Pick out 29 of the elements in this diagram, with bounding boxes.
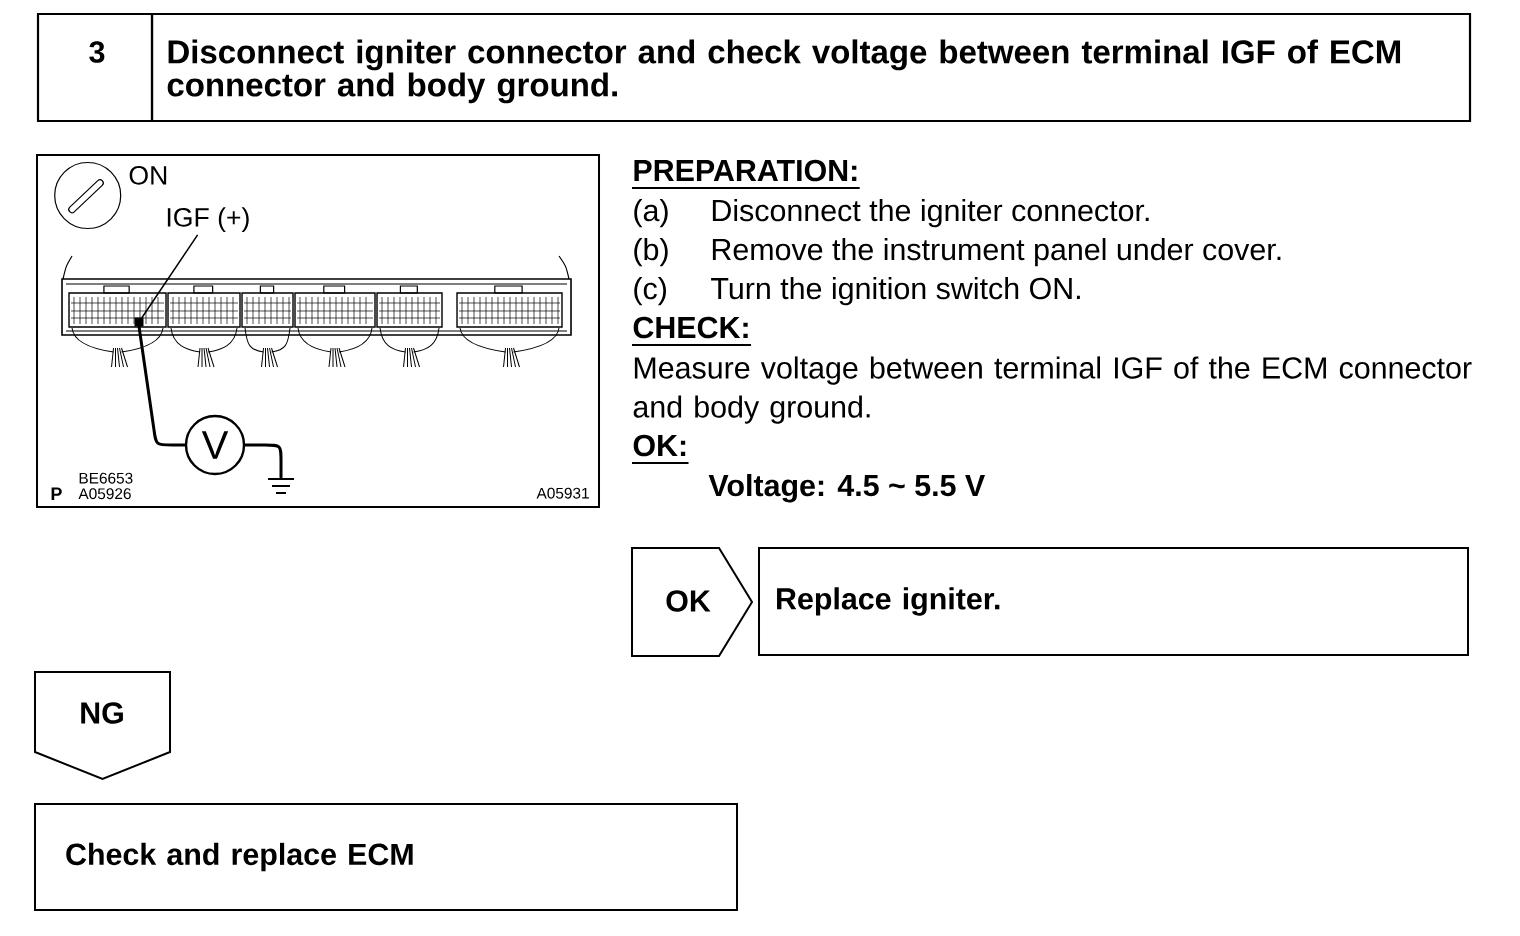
figure-code: BE6653 <box>79 472 133 484</box>
instruction-cell: Disconnect igniter connector and check voltage between terminal IGF of ECM connector and body ground. <box>150 12 1472 123</box>
callout-label: IGF (+) <box>167 207 249 232</box>
switch-position-label: ON <box>129 165 167 185</box>
section-heading: CHECK: <box>631 316 753 346</box>
test-lead <box>243 443 283 480</box>
instruction-text: Remove the instrument panel under cover. <box>712 238 1281 267</box>
figure-code: A05931 <box>536 487 589 499</box>
action-box: Replace igniter. <box>758 547 1469 656</box>
item-letter: (b) <box>634 238 668 267</box>
section-heading: OK: <box>631 434 690 464</box>
section-heading: PREPARATION: <box>631 159 861 189</box>
test-lead <box>137 325 187 447</box>
step-number-cell: 3 <box>36 12 154 123</box>
instruction-text: Turn the ignition switch ON. <box>711 277 1080 306</box>
figure-code: P <box>51 487 62 500</box>
figure-code: A05926 <box>78 488 131 500</box>
leader-line <box>141 234 198 319</box>
ground-symbol <box>267 478 295 494</box>
chevron-box: NG <box>34 671 171 781</box>
illustration-frame <box>36 154 600 508</box>
action-box: Check and replace ECM <box>34 803 738 911</box>
item-letter: (c) <box>634 277 666 306</box>
spec-value: Voltage: 4.5 ~ 5.5 V <box>708 474 985 503</box>
instruction-text: Disconnect the igniter connector. <box>712 199 1149 228</box>
terminal-pin <box>134 317 144 327</box>
item-letter: (a) <box>634 199 668 228</box>
chevron-box: OK <box>631 547 754 657</box>
instruction-text: Measure voltage between terminal IGF of the ECM connector and body ground. <box>633 356 1472 424</box>
